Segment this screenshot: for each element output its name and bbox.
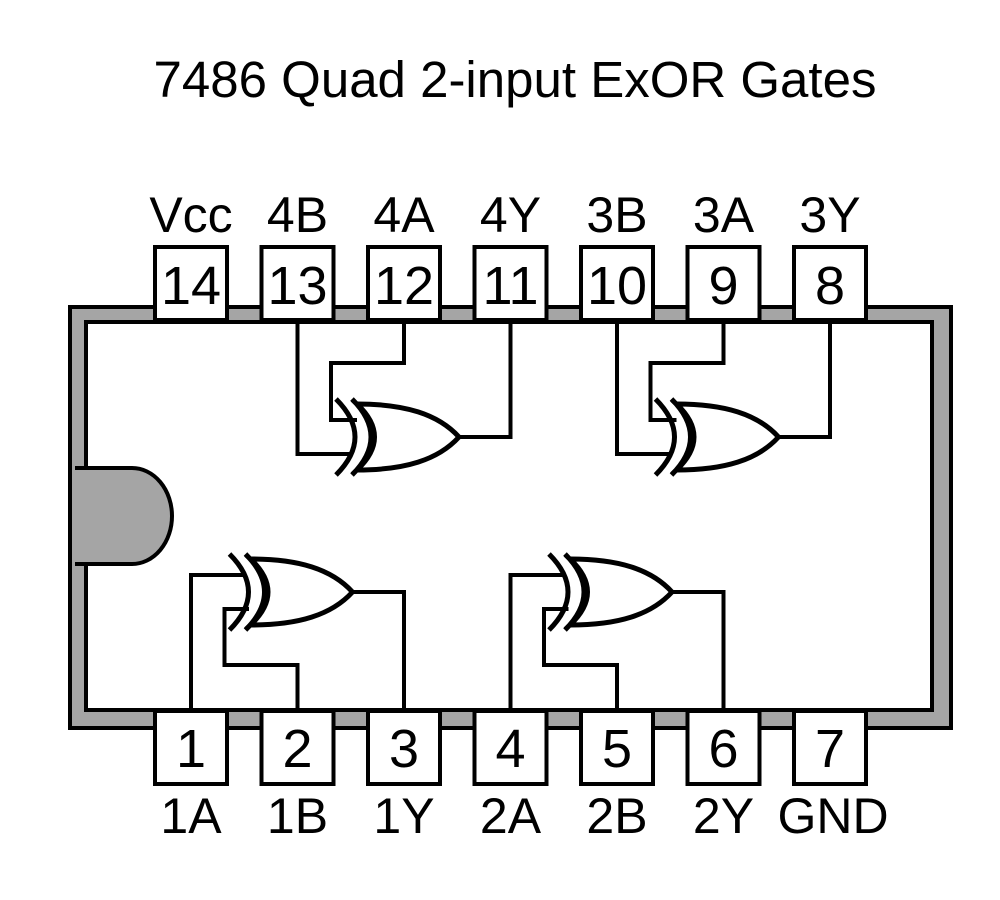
- pin-label-3y: 3Y: [799, 187, 860, 243]
- pin-number-4: 4: [495, 719, 525, 779]
- pin-label-3a: 3A: [693, 187, 755, 243]
- diagram-title: 7486 Quad 2-input ExOR Gates: [154, 51, 877, 108]
- pin-number-3: 3: [389, 719, 419, 779]
- pin-label-gnd: GND: [777, 788, 888, 844]
- pin-box-12: [366, 245, 442, 322]
- pin-number-2: 2: [282, 719, 312, 779]
- pin-box-4: [472, 709, 549, 786]
- xor-gate-2-back-arc: [563, 552, 587, 632]
- bottom-pin-labels: 1A 1B 1Y 2A 2B 2Y GND: [160, 788, 888, 844]
- xor-gate-4-back-arc: [350, 397, 374, 477]
- xor-gate-4: [334, 397, 463, 477]
- pin-number-6: 6: [708, 719, 738, 779]
- xor-gate-1-back-arc: [243, 552, 267, 632]
- pin-label-2y: 2Y: [693, 788, 754, 844]
- pin-number-1: 1: [176, 719, 206, 779]
- pin-label-3b: 3B: [586, 187, 647, 243]
- pin-label-4b: 4B: [267, 187, 328, 243]
- pin-label-1y: 1Y: [373, 788, 434, 844]
- wire-pin5-input: [542, 607, 619, 711]
- wire-pin10-input: [615, 322, 671, 456]
- pin-label-vcc: Vcc: [149, 187, 232, 243]
- wire-pin6-output: [671, 590, 726, 711]
- top-pin-boxes: 14 13 12 11 10 9 8: [153, 245, 868, 322]
- xor-gate-3-exclusive-arc: [653, 397, 677, 477]
- wire-pin1-input: [189, 573, 245, 711]
- pin-box-13: [259, 245, 336, 322]
- pin-number-14: 14: [161, 256, 221, 316]
- xor-gate-2-body: [563, 556, 676, 628]
- wire-pin11-output: [458, 322, 513, 439]
- bottom-pin-boxes: 1 2 3 4 5 6 7: [153, 709, 868, 786]
- pin-number-5: 5: [602, 719, 632, 779]
- xor-gate-1-body: [244, 556, 356, 628]
- xor-gate-3-body: [670, 401, 782, 473]
- wire-pin12-input: [329, 322, 406, 422]
- xor-gate-2: [547, 552, 676, 632]
- ic-notch: [75, 466, 174, 566]
- pin-label-1b: 1B: [267, 788, 328, 844]
- pin-box-5: [579, 709, 655, 786]
- pin-number-7: 7: [815, 719, 845, 779]
- pin-box-2: [259, 709, 336, 786]
- pin-box-8: [792, 245, 868, 322]
- xor-gate-3-back-arc: [669, 397, 693, 477]
- wire-pin4-input: [508, 573, 565, 711]
- xor-gate-1-exclusive-arc: [227, 552, 251, 632]
- pin-box-11: [472, 245, 549, 322]
- xor-gate-4-exclusive-arc: [334, 397, 358, 477]
- pin-label-4a: 4A: [373, 187, 435, 243]
- pin-label-4y: 4Y: [480, 187, 541, 243]
- pin-box-14: [153, 245, 229, 322]
- xor-gate-1: [227, 552, 356, 632]
- pin-label-2a: 2A: [480, 788, 542, 844]
- xor-gate-3: [653, 397, 782, 477]
- wire-pin13-input: [295, 322, 351, 456]
- xor-gate-2-exclusive-arc: [547, 552, 571, 632]
- pin-box-3: [366, 709, 442, 786]
- top-pin-labels: Vcc 4B 4A 4Y 3B 3A 3Y: [149, 187, 860, 243]
- pin-box-1: [153, 709, 229, 786]
- pin-label-2b: 2B: [586, 788, 647, 844]
- xor-gate-4-body: [350, 401, 463, 473]
- pin-label-1a: 1A: [160, 788, 222, 844]
- pin-number-10: 10: [587, 256, 647, 316]
- pin-box-10: [579, 245, 655, 322]
- pin-box-6: [685, 709, 762, 786]
- pin-number-13: 13: [267, 256, 327, 316]
- wire-pin3-output: [352, 590, 406, 711]
- pin-number-9: 9: [708, 256, 738, 316]
- pin-box-9: [685, 245, 762, 322]
- wire-pin8-output: [777, 322, 832, 439]
- wires: [189, 322, 832, 711]
- wire-pin9-input: [648, 322, 726, 422]
- pin-number-8: 8: [815, 256, 845, 316]
- pin-number-12: 12: [374, 256, 434, 316]
- wire-pin2-input: [222, 607, 300, 711]
- pin-number-11: 11: [482, 256, 538, 316]
- pin-box-7: [792, 709, 868, 786]
